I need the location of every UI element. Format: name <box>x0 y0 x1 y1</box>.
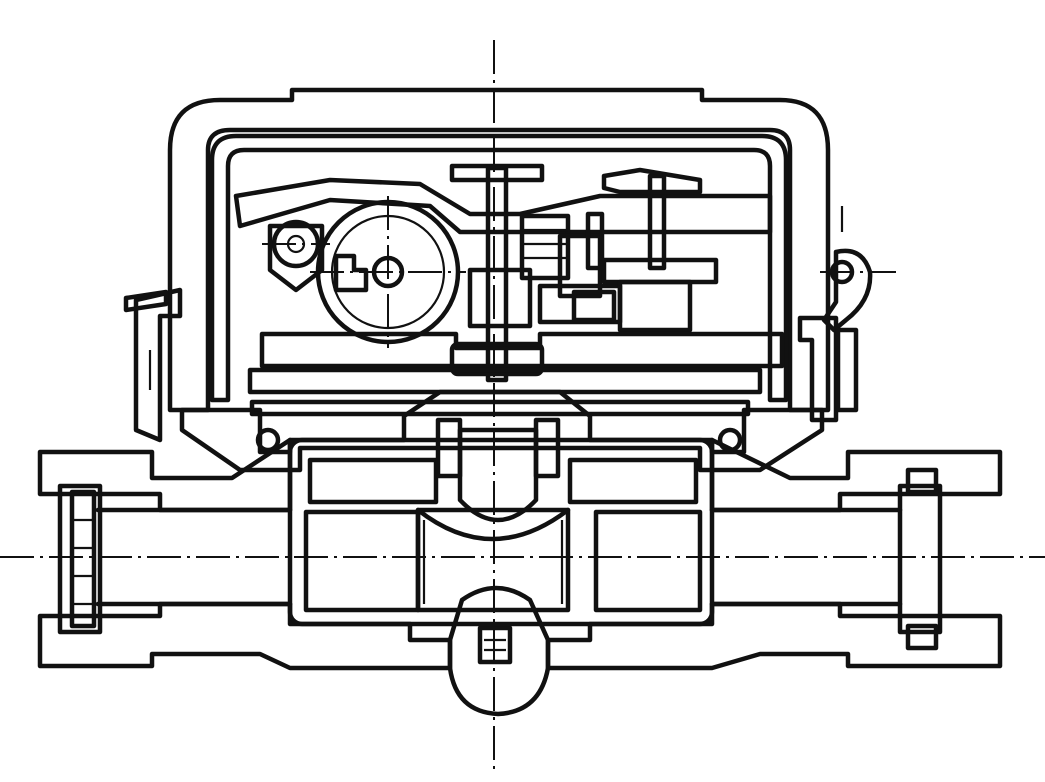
magnet-coupling <box>449 341 545 377</box>
housing-lid <box>167 87 831 413</box>
pipe-wall-bottom-right <box>545 601 1003 671</box>
housing-liner <box>209 133 789 403</box>
body-flange <box>179 389 825 473</box>
measuring-chamber <box>287 417 715 627</box>
seal-rocker <box>821 248 873 333</box>
inlet-strainer <box>57 483 103 635</box>
top-plate <box>233 177 773 235</box>
pipe-body <box>37 437 1003 717</box>
outlet-end <box>897 467 943 651</box>
gear-stack-center <box>467 267 533 329</box>
gear-spring <box>519 213 571 281</box>
pipe-wall-top-right <box>709 437 1003 513</box>
pipe-wall-top-left <box>37 437 293 513</box>
gear-train-right <box>601 257 719 285</box>
lower-plate <box>259 331 785 369</box>
register-mechanism <box>233 163 785 395</box>
centre-lines <box>0 40 1045 770</box>
impeller-hub <box>457 427 539 523</box>
side-fittings <box>123 206 896 413</box>
register-housing <box>133 87 839 443</box>
